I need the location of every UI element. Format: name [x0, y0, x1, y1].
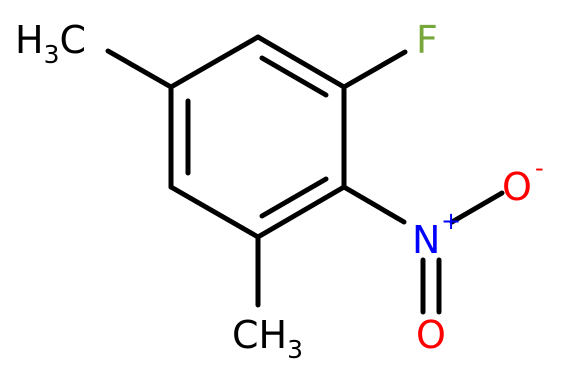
ring-bond-bottom-right: [255, 184, 347, 240]
ring-bond-bottom-left: [168, 184, 261, 240]
bond-fluorine: [341, 49, 408, 90]
ring-double-bond-top-right: [259, 55, 329, 98]
methyl-bottom-label: CH3: [232, 313, 303, 364]
ring-double-bond-bottom-right: [259, 176, 329, 219]
oxygen-single-label: O: [502, 165, 532, 209]
benzene-ring: [168, 34, 347, 240]
nitrogen-charge: +: [441, 207, 461, 235]
oxygen-charge: -: [535, 154, 544, 182]
methyl-left-label: H3C: [15, 18, 86, 69]
oxygen-double-label: O: [416, 313, 446, 357]
ring-bond-top-right: [255, 34, 347, 90]
fluorine-label: F: [416, 18, 438, 62]
ring-bond-top-left: [168, 34, 261, 90]
bond-n-o-single: [449, 190, 505, 225]
nitrogen-label: N: [412, 218, 440, 262]
bond-nitro: [341, 184, 407, 225]
bond-methyl-left: [105, 48, 174, 90]
